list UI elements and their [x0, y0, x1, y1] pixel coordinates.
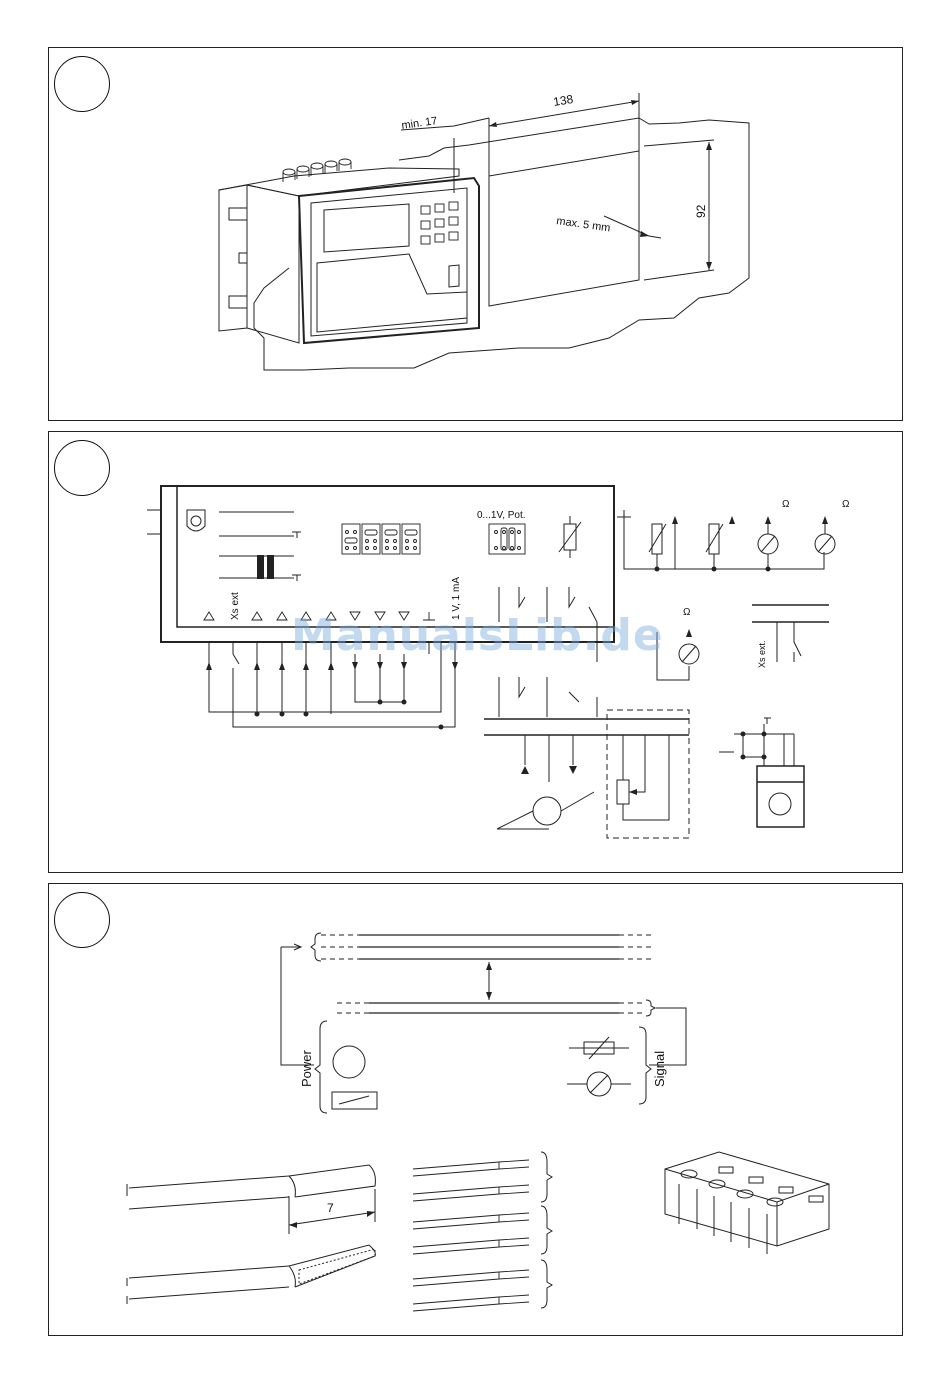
side-clip-mid: [239, 253, 247, 263]
side-clip-bottom: [229, 296, 247, 308]
pot-jumper: [489, 524, 525, 554]
power-group-brace: [315, 1021, 327, 1113]
power-cables: [359, 935, 619, 959]
cable-jacket-end: [289, 1176, 295, 1287]
top-terminals: [283, 159, 351, 182]
relay-contacts-bottom: [499, 677, 597, 717]
power-relay-icon: [332, 1092, 377, 1109]
ferrule-wires: [413, 1160, 529, 1311]
panel-wiring: 0...1V, Pot. Xs ext 1 V, 1 mA: [48, 431, 903, 873]
strip-length-text: 7: [327, 1201, 334, 1215]
connector-block: [757, 766, 804, 827]
power-route: [281, 947, 314, 1065]
dim-max-line: [604, 216, 661, 238]
panel-cabling: Power Signal 7: [48, 883, 903, 1336]
cable-sheath: [289, 1165, 375, 1287]
connector-leads: [719, 718, 794, 766]
omega-label-2: Ω: [842, 499, 850, 510]
junction-dots: [255, 700, 444, 730]
power-label: Power: [299, 1049, 314, 1087]
front-cover: [317, 254, 467, 332]
watermark: ManualsLib.de: [291, 610, 664, 661]
terminal-block: [665, 1152, 829, 1254]
housing-side: [247, 185, 299, 343]
signal-thermistor-icon: [569, 1037, 629, 1059]
display-window: [324, 204, 409, 252]
housing-back: [219, 185, 247, 331]
sensor-thermistor-2-icon: [706, 524, 723, 569]
logo-shield-icon: [187, 510, 205, 531]
cabling-drawing: Power Signal 7: [49, 884, 904, 1337]
signal-cables: [369, 1003, 619, 1013]
front-switch: [449, 265, 459, 287]
dim-width-text: 138: [552, 92, 574, 109]
panel-mounting: min. 17 138 92 max. 5 mm: [48, 47, 903, 421]
dim-height-text: 92: [694, 204, 708, 218]
cable-braid: [299, 1249, 375, 1284]
ferrule-braces: [541, 1152, 552, 1308]
thermistor-symbol-icon: [559, 516, 581, 558]
dim-max-text: max. 5 mm: [556, 215, 612, 234]
power-brace-top: [311, 933, 321, 961]
dim-min-text: min. 17: [401, 115, 438, 132]
sensor-thermistor-1-icon: [649, 518, 675, 569]
pot-symbol: [617, 735, 669, 820]
logo-circle-icon: [191, 516, 201, 526]
xs-ext-switch: [777, 622, 801, 662]
signal-label: Signal: [652, 1051, 667, 1087]
jumper-label: 0...1V, Pot.: [477, 510, 526, 521]
panel-cutout: [489, 151, 639, 306]
signal-bus: [484, 719, 689, 735]
keypad: [421, 202, 458, 244]
signal-brace-right: [646, 1000, 655, 1016]
motor-wires: [525, 735, 573, 782]
xs-ext-right-label: Xs ext.: [757, 640, 767, 668]
motor-circle-icon: [533, 797, 561, 825]
wire-arrows: [206, 662, 458, 670]
omega-label-1: Ω: [782, 499, 790, 510]
sensor-arrows: [655, 516, 829, 572]
power-motor-icon: [333, 1046, 365, 1078]
connector-dots: [741, 732, 767, 760]
mounting-drawing: min. 17 138 92 max. 5 mm: [49, 48, 904, 422]
signal-cables-dashed: [337, 1003, 644, 1013]
sensor-ground: [617, 510, 631, 517]
omega-label-3: Ω: [683, 607, 691, 618]
pot-dashed-box: [607, 710, 689, 838]
transformer-core-right: [267, 555, 274, 579]
xs-ext-label: Xs ext: [230, 592, 241, 620]
jumper-block: [342, 524, 420, 554]
cable-outer: [129, 1176, 289, 1299]
front-bezel: [299, 178, 479, 343]
transformer-core-left: [257, 555, 264, 579]
left-leads: [147, 510, 161, 534]
panel-wall-outline: [254, 118, 749, 370]
supply-lines: [219, 512, 301, 538]
connector-socket-icon: [769, 793, 791, 815]
xs-ext-bus: [752, 605, 829, 622]
side-clip-top: [229, 208, 247, 220]
